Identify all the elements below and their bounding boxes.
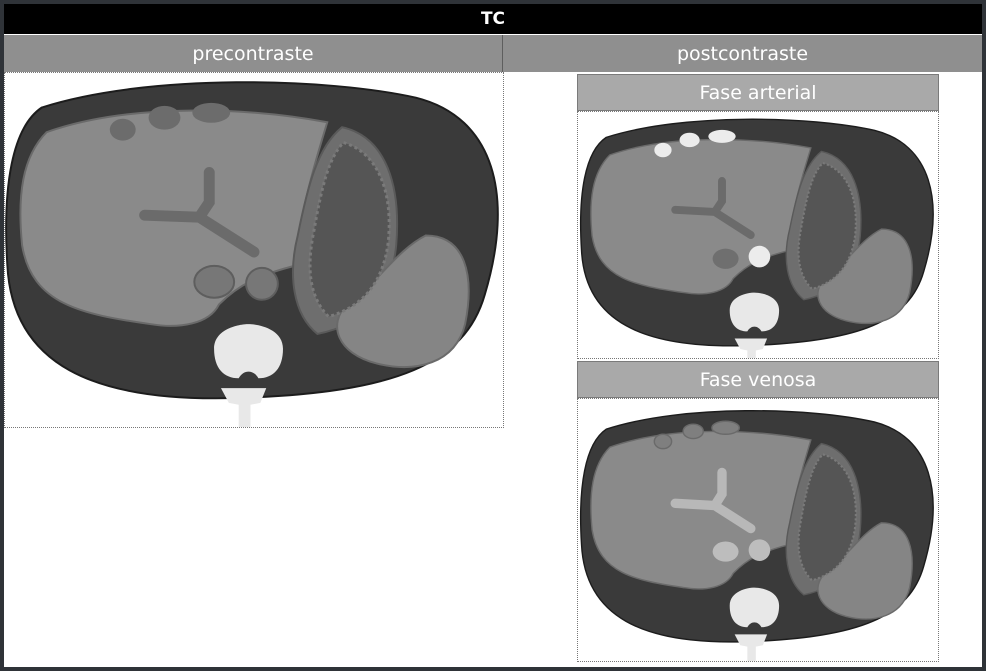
figure-frame: TC precontraste postcontraste Fase arter…	[4, 4, 982, 667]
venous-phase-panel	[577, 398, 939, 662]
precontrast-ct-image	[5, 73, 503, 427]
precontrast-header: precontraste	[4, 35, 503, 72]
arterial-phase-panel	[577, 111, 939, 359]
postcontrast-header: postcontraste	[503, 35, 982, 72]
venous-ct-image	[578, 399, 938, 661]
venous-phase-header: Fase venosa	[577, 361, 939, 398]
precontrast-panel	[4, 72, 504, 428]
arterial-phase-header: Fase arterial	[577, 74, 939, 111]
arterial-ct-image	[578, 112, 938, 358]
figure-title: TC	[4, 4, 982, 34]
